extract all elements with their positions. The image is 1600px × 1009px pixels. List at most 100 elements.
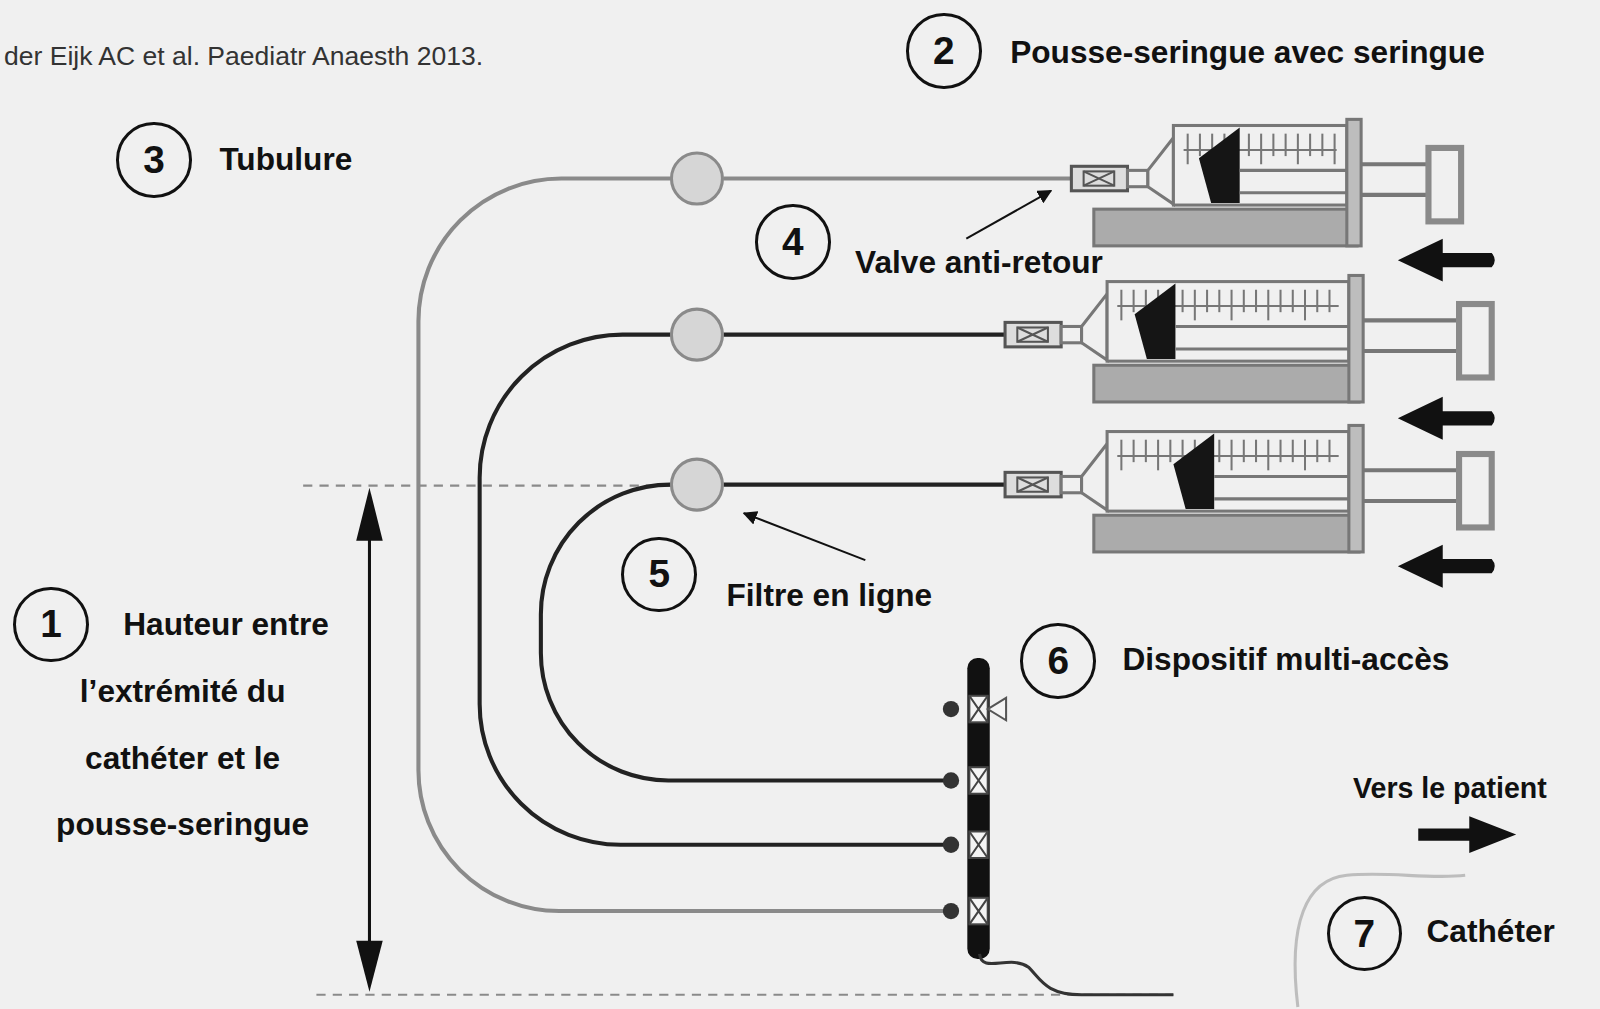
syringe-nozzle (1061, 326, 1081, 342)
stopcock (969, 696, 987, 723)
tubing (541, 485, 954, 781)
callout-number: 2 (933, 29, 955, 73)
reference-line (316, 994, 1173, 996)
graduation (1157, 440, 1159, 471)
stopcock (969, 898, 987, 925)
callout-circle: 4 (755, 204, 831, 280)
graduation (1206, 290, 1208, 312)
graduation (1304, 440, 1306, 471)
stopcock (969, 767, 987, 794)
graduation (1199, 134, 1201, 156)
syringe-nozzle (1061, 476, 1081, 492)
leader-line (966, 191, 1051, 239)
stopcock (969, 831, 987, 858)
dimension-arrow (356, 488, 383, 541)
plunger-rod (1363, 470, 1459, 501)
direction-arrow (1418, 816, 1516, 853)
label-text: Hauteur entre l’extrémité du cathéter et… (56, 606, 329, 843)
plunger (1199, 128, 1240, 203)
illustration-group (303, 119, 1516, 1007)
graduation (1280, 440, 1282, 462)
callout-number: 5 (648, 552, 670, 596)
extension-line (980, 954, 1174, 995)
callout-number: 6 (1047, 639, 1069, 683)
graduation (1334, 134, 1336, 165)
push-arrow (1398, 239, 1495, 282)
syringe-barrel (1107, 432, 1349, 512)
part-label: Vers le patient (1353, 771, 1547, 807)
tubing (723, 176, 1071, 180)
graduation (1292, 440, 1294, 462)
tubing (723, 333, 1005, 337)
pusher-block (1459, 454, 1492, 527)
callout-number: 1 (40, 602, 62, 646)
graduation (1280, 290, 1282, 312)
graduation (1328, 290, 1330, 312)
inline-filter (671, 309, 722, 360)
graduation (1243, 440, 1245, 462)
check-valve (1071, 166, 1127, 190)
graduation (1218, 290, 1220, 312)
syringe-pump (1071, 119, 1461, 246)
pusher-block (1459, 304, 1492, 377)
check-valve (1017, 477, 1048, 491)
check-valve (1084, 171, 1115, 185)
syringe-flange (1349, 425, 1363, 552)
indent-spacer (29, 591, 116, 601)
caption: der Eijk AC et al. Paediatr Anaesth 2013… (4, 41, 483, 72)
graduation (1120, 440, 1122, 471)
graduation (1267, 440, 1269, 471)
graduation (1120, 290, 1122, 321)
graduation (1145, 440, 1147, 462)
check-valve (1017, 327, 1048, 341)
callout-circle: 1 (13, 587, 89, 663)
push-arrow (1398, 397, 1495, 440)
graduation (1260, 134, 1262, 165)
callout-circle: 6 (1020, 623, 1096, 699)
dimension-arrow (356, 941, 383, 992)
syringe-barrel (1107, 282, 1349, 362)
stopcock (969, 898, 987, 925)
callout-number: 7 (1353, 912, 1375, 956)
part-label: Valve anti-retour (855, 243, 1103, 283)
inline-filter (671, 459, 722, 510)
syringe-pump (1005, 425, 1492, 552)
check-valve (1017, 477, 1048, 491)
plunger-rod (1361, 164, 1428, 195)
callout-number: 3 (143, 138, 165, 182)
graduation (1187, 134, 1189, 165)
graduation (1248, 134, 1250, 156)
tubing (480, 335, 954, 845)
graduation (1316, 440, 1318, 462)
manifold-port (943, 772, 959, 788)
syringe-cone (1148, 138, 1174, 204)
callout-circle: 5 (621, 537, 697, 613)
stopcock (969, 831, 987, 858)
plunger (1135, 284, 1176, 359)
manifold-port (943, 701, 959, 717)
plunger-rod (1363, 320, 1459, 351)
syringe-nozzle (1127, 170, 1147, 186)
graduation (1321, 134, 1323, 156)
graduation (1309, 134, 1311, 156)
check-valve (1005, 322, 1061, 346)
leader-line (744, 513, 865, 560)
graduation (1255, 440, 1257, 462)
graduation (1218, 440, 1220, 462)
graduation (1316, 290, 1318, 312)
plunger (1173, 434, 1214, 509)
part-label: Cathéter (1427, 912, 1555, 952)
tubing (723, 483, 1005, 487)
part-label: Pousse-seringue avec seringue (1010, 33, 1485, 73)
graduation (1133, 290, 1135, 312)
graduation (1267, 290, 1269, 321)
graduation (1231, 290, 1233, 321)
manifold (967, 658, 989, 959)
part-label: Dispositif multi-accès (1122, 640, 1449, 680)
graduation (1292, 290, 1294, 312)
callout-number: 4 (782, 220, 804, 264)
syringe-flange (1347, 119, 1361, 246)
pump-base (1094, 515, 1359, 552)
graduation (1304, 290, 1306, 321)
graduation (1285, 134, 1287, 156)
